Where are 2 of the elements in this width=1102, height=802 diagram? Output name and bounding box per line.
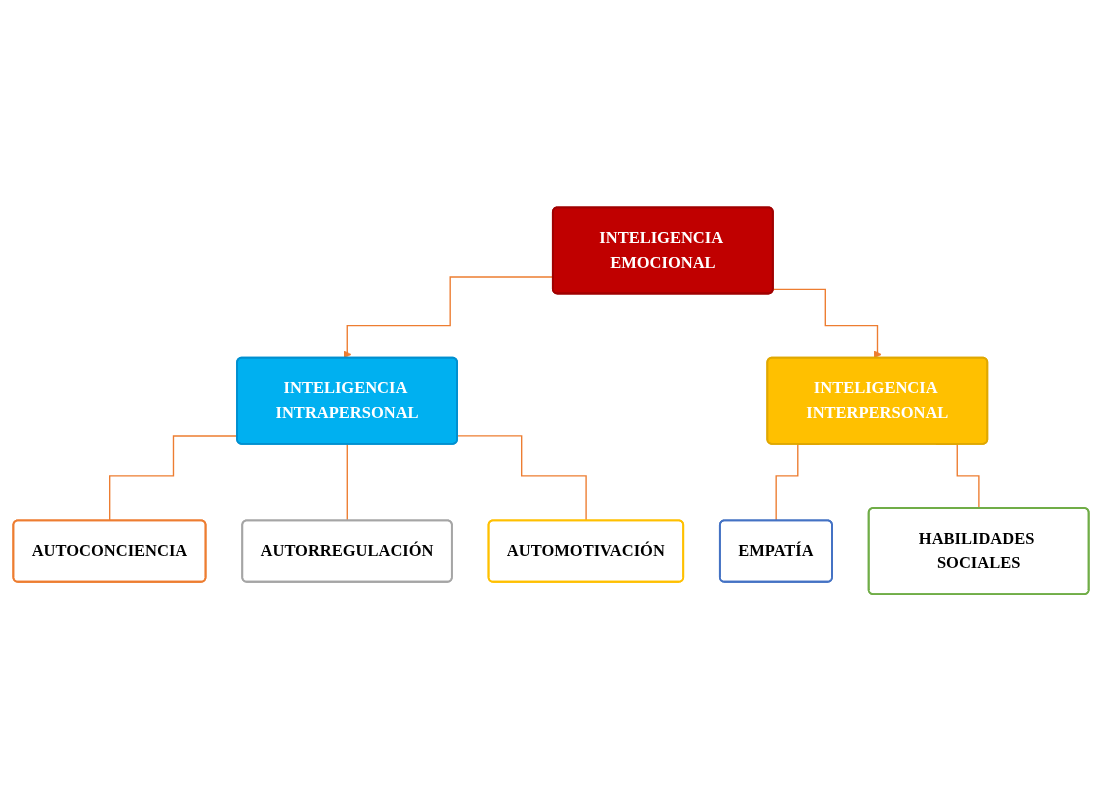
- arrow: [772, 289, 882, 359]
- connector: [346, 443, 349, 522]
